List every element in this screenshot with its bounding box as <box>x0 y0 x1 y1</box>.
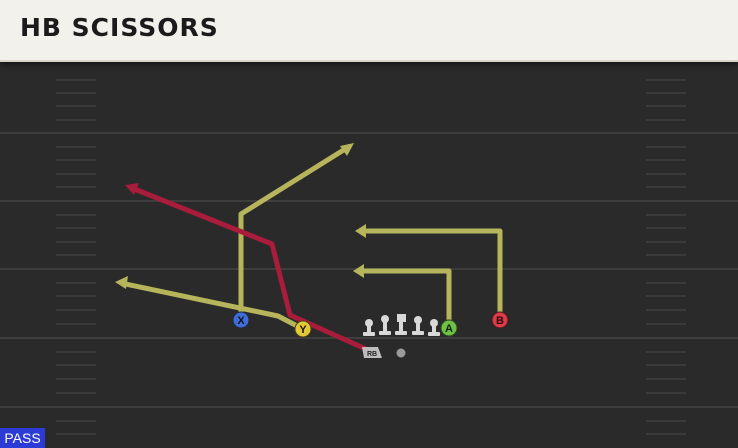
player-a: A <box>440 319 458 337</box>
center-icon <box>395 314 407 335</box>
offensive-line <box>363 314 440 336</box>
hash-marks-left <box>56 79 96 435</box>
route-rb-arrow <box>125 183 139 195</box>
play-title: HB SCISSORS <box>20 13 219 42</box>
hash-marks-right <box>646 79 686 435</box>
route-y-arrow <box>115 276 128 289</box>
route-a-arrow <box>353 264 364 278</box>
player-x-label: X <box>237 315 245 327</box>
route-b <box>362 228 503 316</box>
route-a <box>360 268 452 326</box>
player-a-label: A <box>445 323 453 335</box>
lineman-icon <box>379 315 391 335</box>
player-y: Y <box>294 320 312 338</box>
lineman-icon <box>363 319 375 336</box>
player-rb-label: RB <box>367 351 377 358</box>
player-b-label: B <box>496 315 504 327</box>
lineman-icon <box>428 319 440 336</box>
player-x: X <box>232 311 250 329</box>
player-rb: RB <box>362 347 382 358</box>
lineman-icon <box>412 316 424 335</box>
play-type-badge: PASS <box>0 428 45 448</box>
route-x-arrow <box>340 143 354 156</box>
route-rb <box>131 185 370 353</box>
route-b-arrow <box>355 224 366 238</box>
title-bar: HB SCISSORS <box>0 0 738 62</box>
route-y <box>120 280 303 331</box>
quarterback-marker <box>396 348 406 358</box>
player-b: B <box>491 311 509 329</box>
player-y-label: Y <box>299 324 307 336</box>
route-x <box>238 143 352 318</box>
